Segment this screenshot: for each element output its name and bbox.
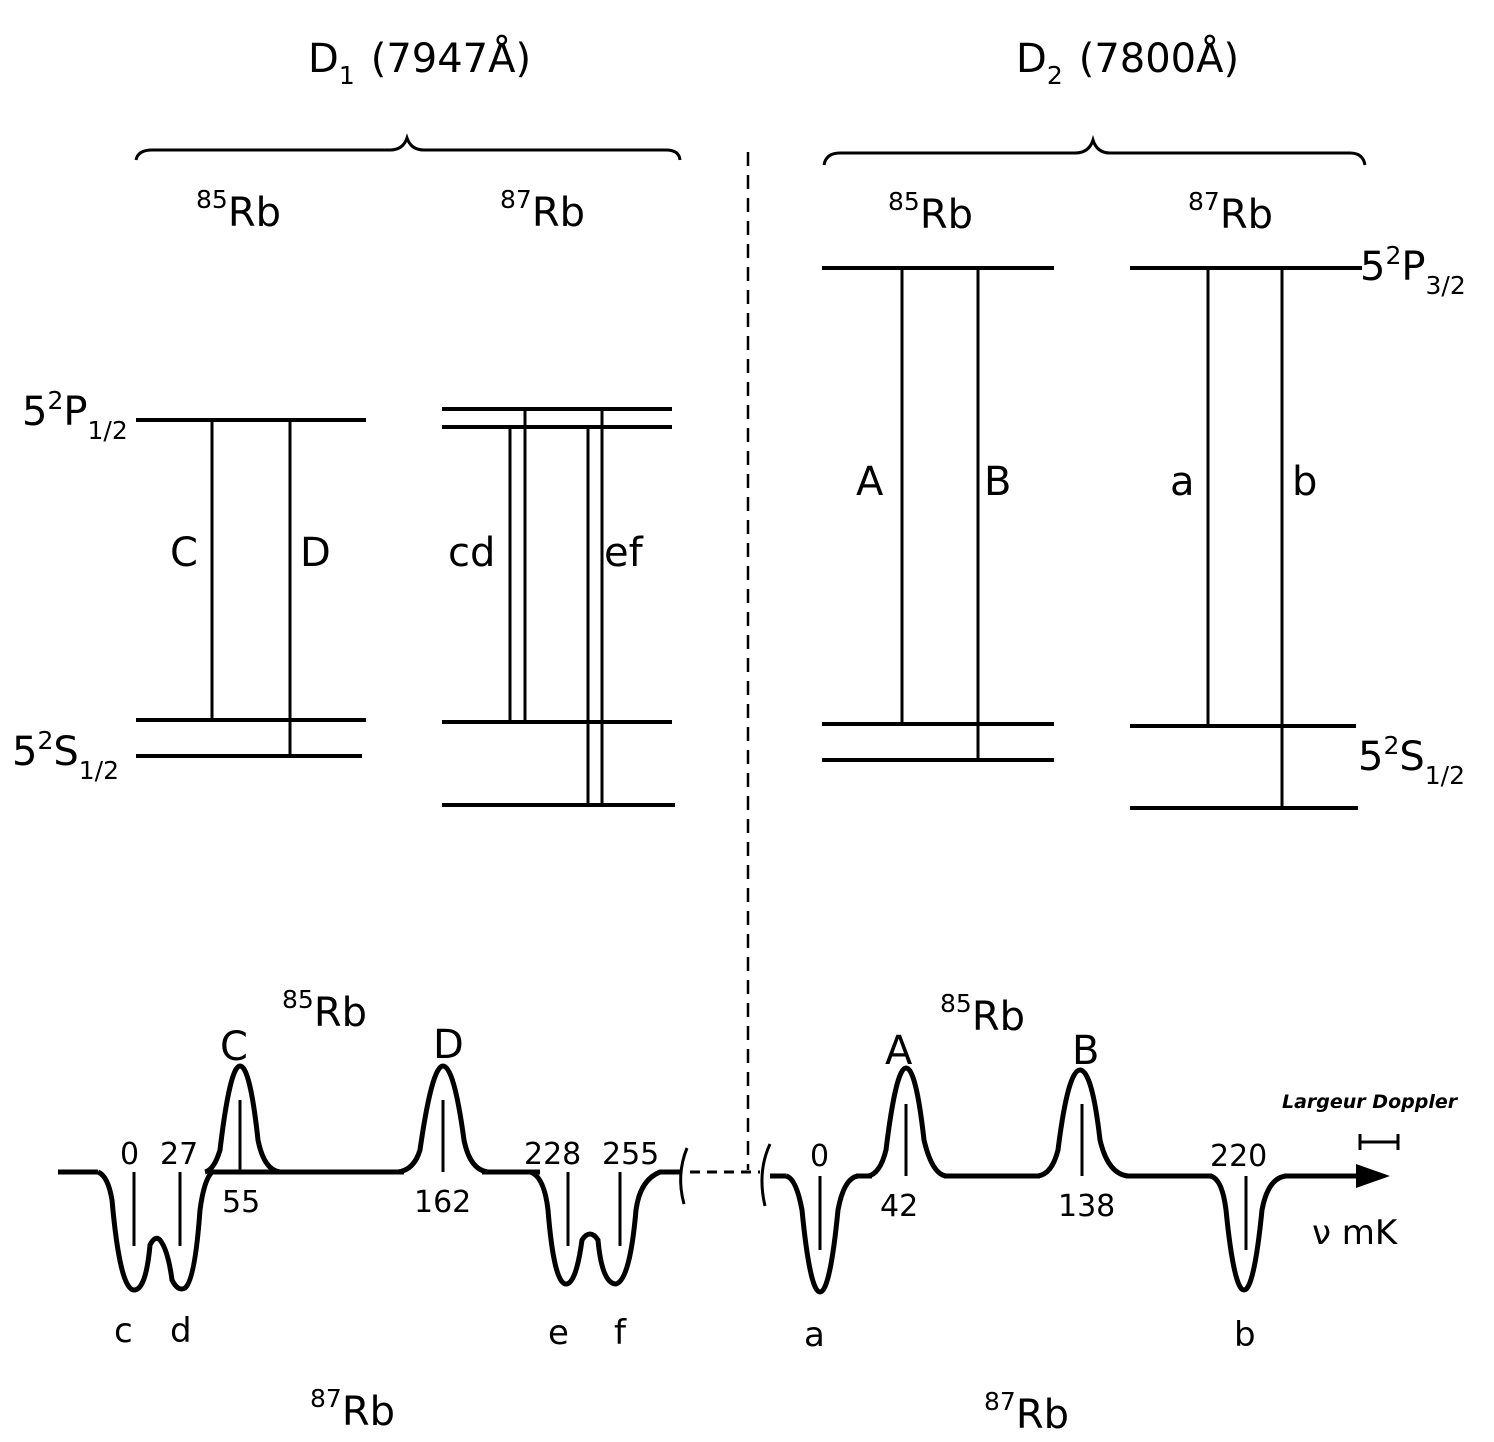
spectrum-peak-B (1037, 1067, 1129, 1179)
peak-label-A: A (885, 1028, 913, 1074)
position-label-27: 27 (160, 1137, 198, 1172)
spectrum-peak-C (204, 1063, 281, 1175)
peak-label-b: b (1234, 1315, 1256, 1355)
d1-brace (134, 133, 682, 161)
peak-label-B: B (1072, 1028, 1099, 1074)
position-label-255: 255 (602, 1137, 659, 1172)
spectrum-peak-D (397, 1063, 489, 1175)
peak-label-e: e (548, 1313, 569, 1353)
position-label-228: 228 (524, 1137, 581, 1172)
peak-label-d: d (170, 1311, 192, 1351)
transition-label-a: a (1170, 459, 1195, 505)
level-label-5s12-left: 52S1/2 (12, 726, 119, 785)
frequency-axis-arrowhead (1356, 1164, 1390, 1188)
position-label-0-left: 0 (120, 1137, 139, 1172)
position-label-138: 138 (1058, 1189, 1115, 1224)
position-label-0-right: 0 (810, 1139, 829, 1174)
transition-label-cd: cd (448, 530, 495, 576)
level-label-5p12: 52P1/2 (22, 386, 128, 445)
isotope-label-rb87-spectrum-right: 87Rb (984, 1387, 1069, 1438)
d2-rb85-levels (822, 266, 1054, 762)
isotope-label-rb85-d2: 85Rb (888, 187, 973, 238)
peak-label-f: f (614, 1313, 627, 1353)
spectrum-peak-A (867, 1065, 947, 1179)
axis-label-nu-mk: ν mK (1312, 1213, 1399, 1253)
peak-label-C: C (220, 1024, 248, 1070)
position-label-162: 162 (414, 1185, 471, 1220)
svg-text:D2(7800Å): D2(7800Å) (1016, 34, 1239, 90)
svg-text:D1(7947Å): D1(7947Å) (308, 34, 531, 90)
transition-label-A: A (856, 459, 884, 505)
d1-rb87-levels (442, 407, 675, 807)
axis-break-left-paren (679, 1147, 689, 1205)
transition-label-B: B (984, 459, 1011, 505)
isotope-label-rb87-spectrum-left: 87Rb (310, 1384, 395, 1435)
axis-break-right-paren (760, 1143, 772, 1207)
doppler-width-label: Largeur Doppler (1282, 1091, 1459, 1113)
d1-rb85-levels (136, 418, 366, 758)
spectrum-dip-a (785, 1173, 859, 1295)
spectrum-dip-cd (96, 1169, 268, 1293)
position-label-55: 55 (222, 1185, 260, 1220)
spectrum-dip-ef (529, 1169, 680, 1287)
isotope-label-rb87-d1: 87Rb (500, 185, 585, 236)
d2-header: D2(7800Å) (1016, 34, 1239, 90)
isotope-label-rb85-spectrum-left: 85Rb (282, 985, 367, 1036)
transition-label-ef: ef (604, 530, 644, 576)
d1-header: D1(7947Å) (308, 34, 531, 90)
level-label-5s12-right: 52S1/2 (1358, 731, 1465, 790)
d2-brace (822, 134, 1367, 166)
spectrum-dip-b (1209, 1173, 1287, 1293)
position-label-220: 220 (1210, 1139, 1267, 1174)
level-label-5p32: 52P3/2 (1360, 241, 1466, 300)
transition-label-C: C (170, 530, 198, 576)
doppler-width-bar (1358, 1134, 1400, 1150)
isotope-label-rb85-d1: 85Rb (196, 185, 281, 236)
isotope-label-rb85-spectrum-right: 85Rb (940, 989, 1025, 1040)
position-label-42: 42 (880, 1189, 918, 1224)
transition-label-D: D (300, 530, 331, 576)
isotope-label-rb87-d2: 87Rb (1188, 187, 1273, 238)
peak-label-c: c (114, 1311, 133, 1351)
transition-label-b: b (1292, 459, 1317, 505)
d2-rb87-levels (1130, 266, 1362, 810)
peak-label-a: a (804, 1315, 825, 1355)
peak-label-D: D (433, 1022, 464, 1068)
